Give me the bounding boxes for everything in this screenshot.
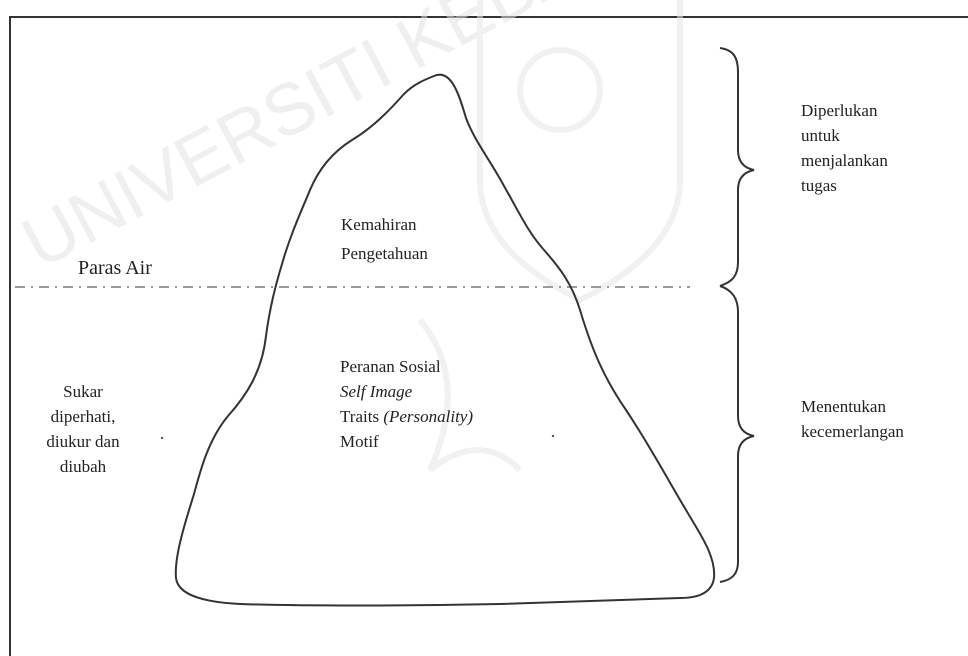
- below-water-line-4: Motif: [340, 432, 379, 451]
- right-top-line-4: tugas: [801, 176, 837, 195]
- personality-text: (Personality): [383, 407, 474, 426]
- below-water-line-2: Self Image: [340, 382, 413, 401]
- right-top-note: Diperlukan untuk menjalankan tugas: [801, 98, 888, 198]
- right-bottom-note: Menentukan kecemerlangan: [801, 394, 904, 444]
- right-bottom-line-2: kecemerlangan: [801, 422, 904, 441]
- traits-text: Traits: [340, 407, 384, 426]
- right-top-line-1: Diperlukan: [801, 101, 878, 120]
- above-water-line-2: Pengetahuan: [341, 244, 428, 263]
- right-bottom-line-1: Menentukan: [801, 397, 886, 416]
- below-water-line-3: Traits (Personality): [340, 404, 473, 429]
- left-note: Sukar diperhati, diukur dan diubah: [20, 379, 146, 479]
- iceberg-diagram: [15, 47, 755, 607]
- left-note-line-1: Sukar: [63, 382, 103, 401]
- above-water-line-1: Kemahiran: [341, 215, 417, 234]
- water-level-label: Paras Air: [78, 257, 152, 279]
- iceberg-outline: [174, 73, 716, 607]
- brace-bottom: [719, 285, 755, 583]
- left-note-line-3: diukur dan: [46, 432, 120, 451]
- right-top-line-2: untuk: [801, 126, 840, 145]
- right-top-line-3: menjalankan: [801, 151, 888, 170]
- left-note-line-2: diperhati,: [50, 407, 116, 426]
- speck: [551, 434, 555, 438]
- speck: [160, 436, 164, 440]
- left-note-line-4: diubah: [59, 457, 107, 476]
- brace-top: [719, 47, 755, 287]
- below-water-line-1: Peranan Sosial: [340, 357, 441, 376]
